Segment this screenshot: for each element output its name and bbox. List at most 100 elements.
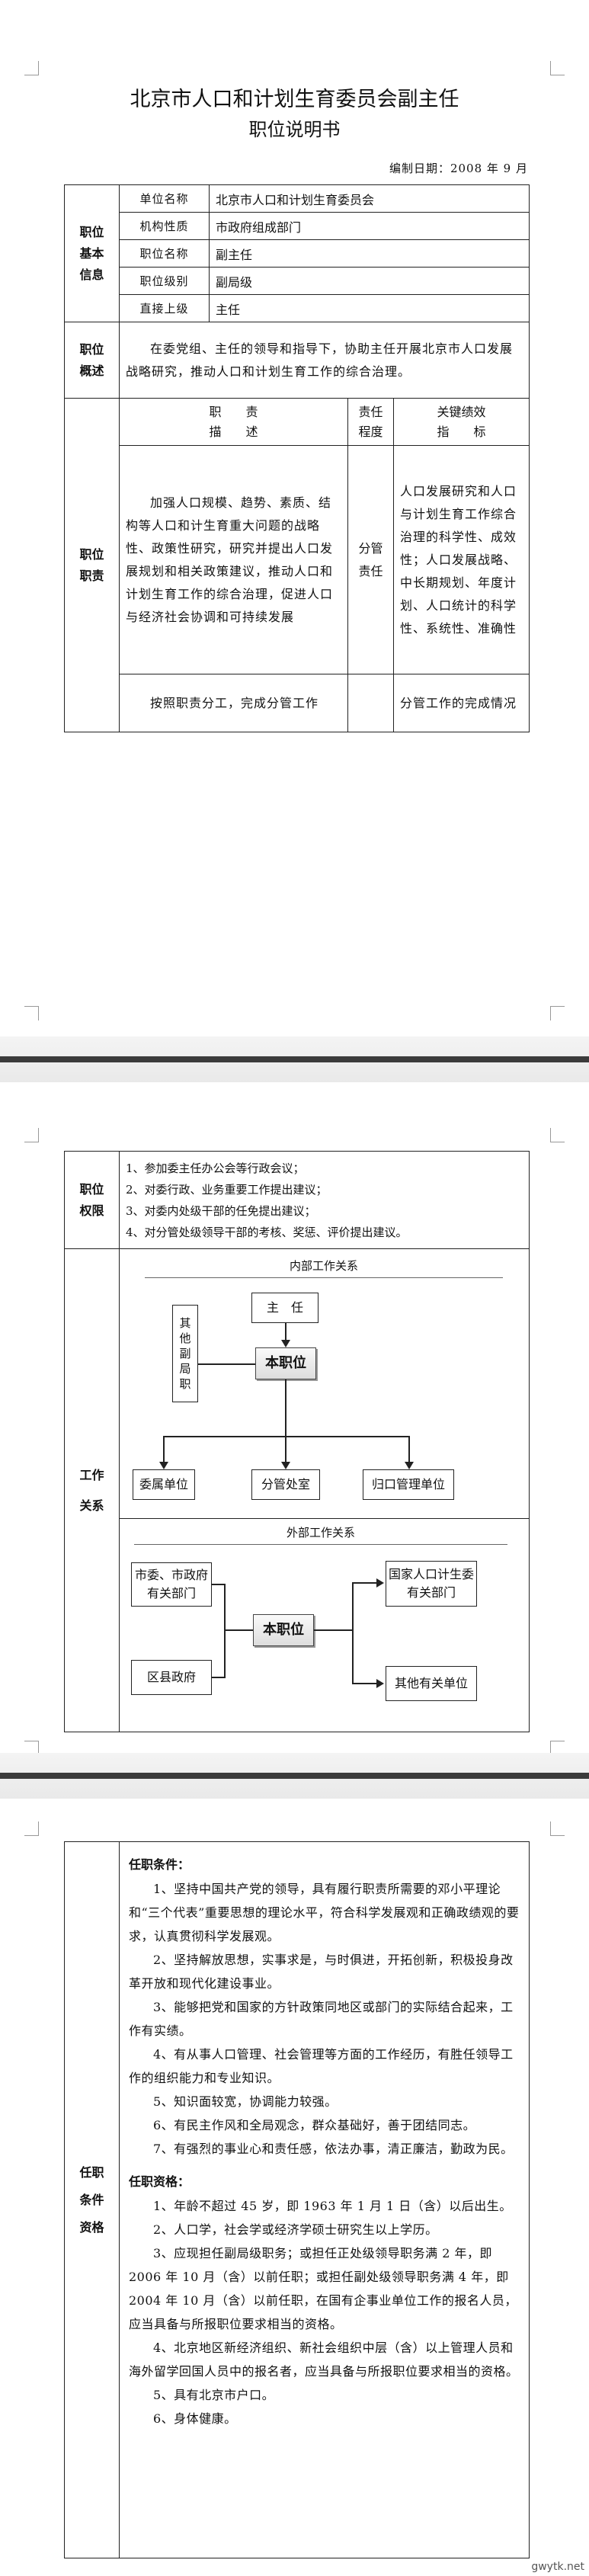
condition-item: 2、坚持解放思想，实事求是，与时俱进，开拓创新，积极投身改革开放和现代化建设事业… (129, 1953, 514, 1991)
crop-mark (550, 1006, 565, 1020)
field-value: 副主任 (209, 239, 530, 268)
condition-item: 4、有从事人口管理、社会管理等方面的工作经历，有胜任领导工作的组织能力和专业知识… (129, 2047, 514, 2085)
connector (408, 1436, 410, 1465)
connector (198, 1363, 255, 1365)
connector (163, 1436, 165, 1465)
separator-bar (0, 1056, 589, 1062)
connector (163, 1436, 408, 1437)
conditions-heading: 任职条件： (129, 1857, 190, 1872)
external-title: 外部工作关系 (286, 1526, 355, 1540)
field-value: 主任 (209, 294, 530, 322)
node-director: 主 任 (251, 1293, 319, 1323)
separator-bar (0, 1773, 589, 1779)
duties-header-desc: 职 责 描 述 (119, 398, 348, 446)
connector (212, 1584, 224, 1585)
overview-label-text: 职位概述 (79, 341, 104, 378)
arrow-down-icon (281, 1340, 290, 1347)
authority-item: 1、参加委主任办公会等行政会议； (126, 1161, 305, 1175)
duties-header-kpi: 关键绩效 指 标 (393, 398, 530, 446)
header-degree-line1: 责任 (358, 404, 383, 419)
connector (212, 1677, 224, 1678)
crop-mark (550, 1128, 565, 1142)
basic-info-label-text: 职位基本信息 (79, 224, 104, 282)
authority-list: 1、参加委主任办公会等行政会议； 2、对委行政、业务重要工作提出建议； 3、对委… (119, 1151, 530, 1249)
arrow-down-icon (159, 1462, 168, 1469)
authority-label-text: 职位权限 (79, 1181, 104, 1218)
node-this-position: 本职位 (255, 1347, 316, 1379)
duty-kpi: 人口发展研究和人口与计划生育工作综合治理的科学性、成效性；人口发展战略、中长期规… (393, 445, 530, 674)
relations-label-text: 工作关系 (79, 1467, 104, 1513)
qualifications-label-text: 任职条件资格 (79, 2164, 104, 2235)
overview-text: 在委党组、主任的领导和指导下，协助主任开展北京市人口发展战略研究，推动人口和计划… (119, 322, 530, 399)
connector (352, 1683, 378, 1684)
field-value: 副局级 (209, 267, 530, 295)
field-key: 职位名称 (119, 239, 210, 268)
duties-label-text: 职位职责 (79, 546, 104, 583)
external-relations-diagram: 外部工作关系 市委、市政府有关部门 区县政府 本职位 国家人口计生委有关部门 其… (119, 1518, 529, 1739)
crop-mark (550, 1821, 565, 1836)
connector (352, 1582, 378, 1584)
arrow-right-icon (376, 1679, 384, 1688)
connector (314, 1629, 352, 1631)
qualification-item: 5、具有北京市户口。 (153, 2388, 275, 2402)
doc-title: 北京市人口和计划生育委员会副主任 (130, 88, 459, 111)
node-municipal-departments: 市委、市政府有关部门 (131, 1562, 212, 1607)
connector (352, 1582, 354, 1684)
connector (224, 1584, 226, 1678)
duties-label: 职位职责 (64, 398, 120, 732)
duty-desc: 按照职责分工，完成分管工作 (119, 674, 348, 732)
node-this-position: 本职位 (253, 1614, 314, 1646)
crop-mark (24, 1741, 39, 1755)
field-value: 北京市人口和计划生育委员会 (209, 184, 530, 213)
connector (285, 1323, 286, 1346)
title-rule (145, 1277, 503, 1278)
node-other-units: 其他有关单位 (386, 1666, 477, 1701)
connector (285, 1379, 286, 1437)
duties-table: 职位职责 职 责 描 述 责任 程度 关键绩效 指 标 加强人口规模、趋势、素质… (64, 398, 530, 732)
node-managed-units: 归口管理单位 (363, 1469, 454, 1500)
node-other-deputies: 其他副局职 (172, 1305, 198, 1402)
condition-item: 7、有强烈的事业心和责任感，依法办事，清正廉洁，勤政为民。 (153, 2142, 514, 2156)
page-3: 任职条件资格 任职条件： 1、坚持中国共产党的领导，具有履行职责所需要的邓小平理… (0, 1799, 589, 2576)
overview-table: 职位概述 在委党组、主任的领导和指导下，协助主任开展北京市人口发展战略研究，推动… (64, 322, 530, 399)
field-value: 市政府组成部门 (209, 212, 530, 240)
duty-degree (347, 674, 394, 732)
authority-item: 2、对委行政、业务重要工作提出建议； (126, 1182, 328, 1197)
field-key: 直接上级 (119, 294, 210, 322)
authority-item: 4、对分管处级领导干部的考核、奖惩、评价提出建议。 (126, 1225, 408, 1239)
duty-kpi: 分管工作的完成情况 (393, 674, 530, 732)
condition-item: 6、有民主作风和全局观念，群众基础好，善于团结同志。 (153, 2118, 476, 2132)
compile-date: 编制日期：2008 年 9 月 (389, 162, 528, 175)
node-affiliated-units: 委属单位 (133, 1469, 195, 1500)
qualification-item: 6、身体健康。 (153, 2411, 237, 2426)
qualification-item: 1、年龄不超过 45 岁，即 1963 年 1 月 1 日（含）以后出生。 (153, 2199, 512, 2213)
condition-item: 1、坚持中国共产党的领导，具有履行职责所需要的邓小平理论和“三个代表”重要思想的… (129, 1882, 520, 1943)
qualification-item: 3、应现担任副局级职务；或担任正处级领导职务满 2 年，即 2006 年 10 … (129, 2246, 517, 2331)
condition-item: 3、能够把党和国家的方针政策同地区或部门的实际结合起来，工作有实绩。 (129, 2000, 514, 2038)
node-district-government: 区县政府 (131, 1660, 212, 1695)
crop-mark (24, 61, 39, 75)
qualifications-heading: 任职资格： (129, 2174, 190, 2189)
duty-degree: 分管责任 (347, 445, 394, 674)
node-managed-divisions: 分管处室 (251, 1469, 320, 1500)
internal-relations-diagram: 内部工作关系 主 任 本职位 其他副局职 委属单位 分管处室 归口管理单位 (130, 1254, 518, 1514)
header-desc-line1: 职 责 (209, 404, 258, 419)
qualification-item: 4、北京地区新经济组织、新社会组织中层（含）以上管理人员和海外留学回国人员中的报… (129, 2341, 519, 2379)
internal-title: 内部工作关系 (289, 1259, 358, 1273)
crop-mark (24, 1006, 39, 1020)
page-1: 北京市人口和计划生育委员会副主任 职位说明书 编制日期：2008 年 9 月 职… (0, 0, 589, 1036)
site-watermark: gwytk.net (531, 2561, 584, 2573)
crop-mark (550, 61, 565, 75)
crop-mark (24, 1128, 39, 1142)
page-separator (0, 1753, 589, 1799)
node-national-commission: 国家人口计生委有关部门 (386, 1561, 477, 1607)
duty-desc: 加强人口规模、趋势、素质、结构等人口和计生育重大问题的战略性、政策性研究，研究并… (119, 445, 348, 674)
page-separator (0, 1036, 589, 1082)
section-rule (119, 1518, 529, 1519)
qualifications-content: 任职条件： 1、坚持中国共产党的领导，具有履行职责所需要的邓小平理论和“三个代表… (119, 1841, 530, 2558)
basic-info-label: 职位基本信息 (64, 184, 120, 322)
crop-mark (550, 1741, 565, 1755)
header-degree-line2: 程度 (358, 424, 383, 439)
title-rule (134, 1544, 507, 1545)
field-key: 职位级别 (119, 267, 210, 295)
